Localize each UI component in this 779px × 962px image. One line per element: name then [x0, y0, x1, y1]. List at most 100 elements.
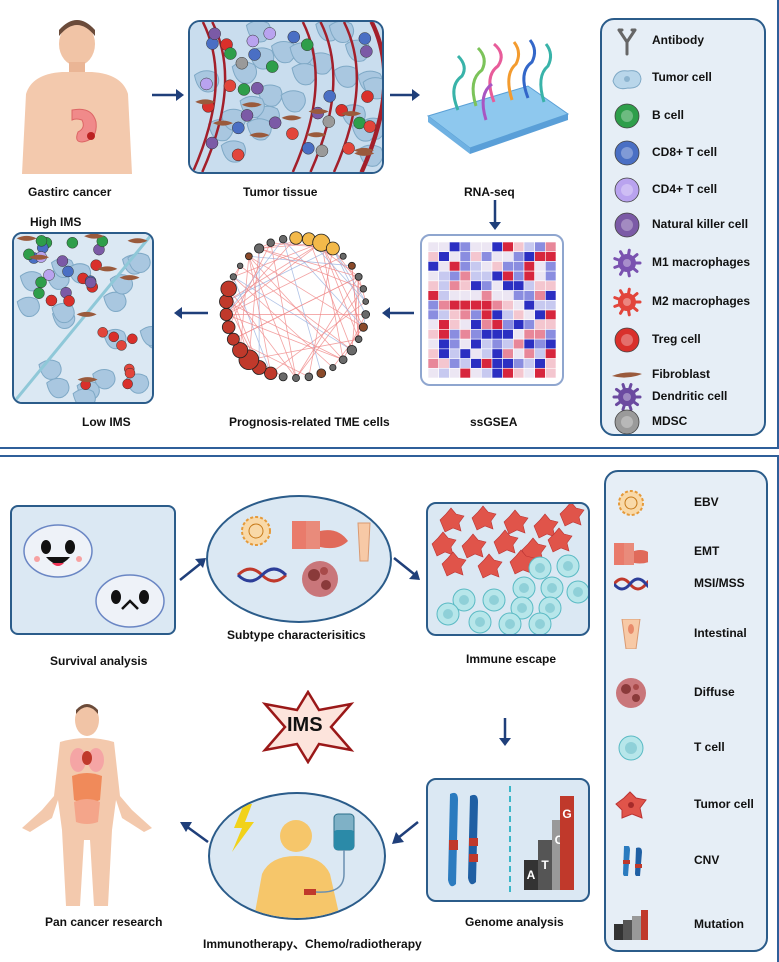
pan-cancer-figure — [12, 700, 162, 910]
heatmap-cell — [459, 367, 471, 378]
escape-tumor-cell — [471, 505, 497, 531]
ims-immune-cell — [97, 327, 108, 338]
heatmap-cell — [459, 261, 471, 272]
heatmap-cell — [470, 348, 482, 359]
escape-t-cell-nucleus — [545, 603, 555, 613]
tissue-immune-cell — [248, 48, 261, 61]
network-node — [292, 374, 300, 382]
escape-tumor-cell — [559, 504, 585, 527]
arrow-diag-3 — [392, 821, 419, 844]
network-edge — [282, 239, 322, 374]
heatmap-cell — [449, 270, 461, 282]
heatmap-cell — [523, 338, 535, 350]
emt-icon — [614, 543, 648, 565]
tissue-fibroblast — [308, 108, 329, 114]
tissue-immune-cell — [360, 45, 373, 58]
heatmap-cell — [438, 270, 450, 282]
prognosis-label: Prognosis-related TME cells — [229, 415, 390, 429]
network-edge — [248, 248, 260, 360]
tissue-immune-cell — [268, 116, 282, 129]
heatmap-cell — [491, 338, 503, 350]
network-edge — [282, 238, 364, 328]
ims-fibroblast — [84, 234, 105, 239]
arrow-left-2 — [174, 307, 208, 319]
heatmap-cell — [470, 329, 482, 340]
escape-tumor-cell — [503, 509, 529, 535]
tissue-fibroblast — [212, 120, 233, 126]
heatmap-cell — [513, 338, 525, 350]
mutation-blocks: A T C G — [524, 796, 574, 892]
escape-tumor-cell — [431, 531, 457, 557]
ims-immune-cell — [45, 294, 58, 307]
ims-fibroblast — [127, 238, 148, 244]
heatmap-cell — [534, 309, 546, 321]
heatmap-cell — [502, 358, 514, 369]
heatmap-cell — [502, 299, 514, 311]
tissue-immune-cell — [240, 109, 254, 122]
heatmap-cell — [481, 290, 493, 301]
heatmap-cell — [523, 348, 535, 359]
bottom-panel — [0, 455, 779, 962]
bottom-legend-item: EBV — [614, 488, 774, 518]
heatmap-cell — [438, 251, 450, 262]
top-legend-label: M1 macrophages — [652, 255, 751, 269]
arrow-diag-4 — [180, 822, 209, 844]
arrow-left-1 — [382, 307, 414, 319]
heatmap-cell — [459, 299, 471, 311]
heatmap-cell — [534, 290, 546, 301]
chromosome-icon — [623, 846, 642, 876]
heatmap-cell — [491, 329, 503, 340]
cd8-t-cell-icon — [614, 140, 640, 166]
top-legend-item: Tumor cell — [610, 63, 770, 93]
bottom-legend-label: Diffuse — [694, 685, 735, 699]
top-legend-item: Dendritic cell — [610, 382, 770, 412]
ims-fibroblast — [29, 254, 50, 260]
top-legend-label: MDSC — [652, 414, 688, 428]
heatmap-cell — [459, 358, 471, 369]
heatmap-cell — [491, 270, 503, 282]
heatmap-cell — [502, 319, 514, 330]
network-edge — [295, 288, 364, 379]
network-edge — [226, 242, 322, 315]
escape-tumor-cell — [441, 551, 467, 577]
network-node — [362, 298, 370, 305]
tissue-fibroblast — [306, 132, 327, 138]
arrow-right-1 — [152, 89, 184, 101]
top-legend-item: Antibody — [610, 26, 770, 56]
heatmap-cell — [491, 280, 503, 291]
arrow-diag-1 — [179, 558, 206, 581]
bottom-legend-label: CNV — [694, 853, 720, 867]
network-node — [266, 238, 275, 247]
heatmap-cell — [545, 290, 556, 301]
network-node — [361, 310, 371, 319]
network-node — [220, 280, 237, 298]
heatmap-cell — [502, 348, 514, 359]
heatmap-cell — [481, 358, 493, 369]
top-legend-label: M2 macrophages — [652, 294, 751, 308]
network-edge — [233, 276, 353, 351]
tissue-immune-cell — [237, 83, 251, 96]
escape-t-cell-nucleus — [535, 619, 545, 629]
top-panel — [0, 0, 779, 449]
top-legend-item: B cell — [610, 101, 770, 131]
heatmap-cell — [502, 242, 514, 253]
heatmap-cell — [481, 251, 493, 262]
heatmap-cell — [534, 299, 546, 311]
heatmap-cell — [449, 280, 461, 291]
tissue-immune-cell — [323, 90, 336, 103]
network-edge — [233, 276, 359, 340]
mutation-letter-t: T — [538, 840, 552, 890]
escape-tumor-cell — [547, 527, 573, 553]
tissue-fibroblast — [249, 132, 270, 138]
heatmap-cell — [428, 251, 439, 262]
heatmap-cell — [459, 329, 471, 340]
heatmap-cell — [545, 280, 556, 291]
pan-cancer-label: Pan cancer research — [45, 915, 163, 929]
heatmap-cell — [502, 367, 514, 378]
escape-t-cell-nucleus — [535, 563, 545, 573]
network-edge — [248, 255, 364, 328]
bottom-legend-item: T cell — [614, 733, 774, 763]
network-node — [229, 273, 237, 281]
heatmap-cell — [438, 309, 450, 321]
heatmap-cell — [502, 270, 514, 282]
